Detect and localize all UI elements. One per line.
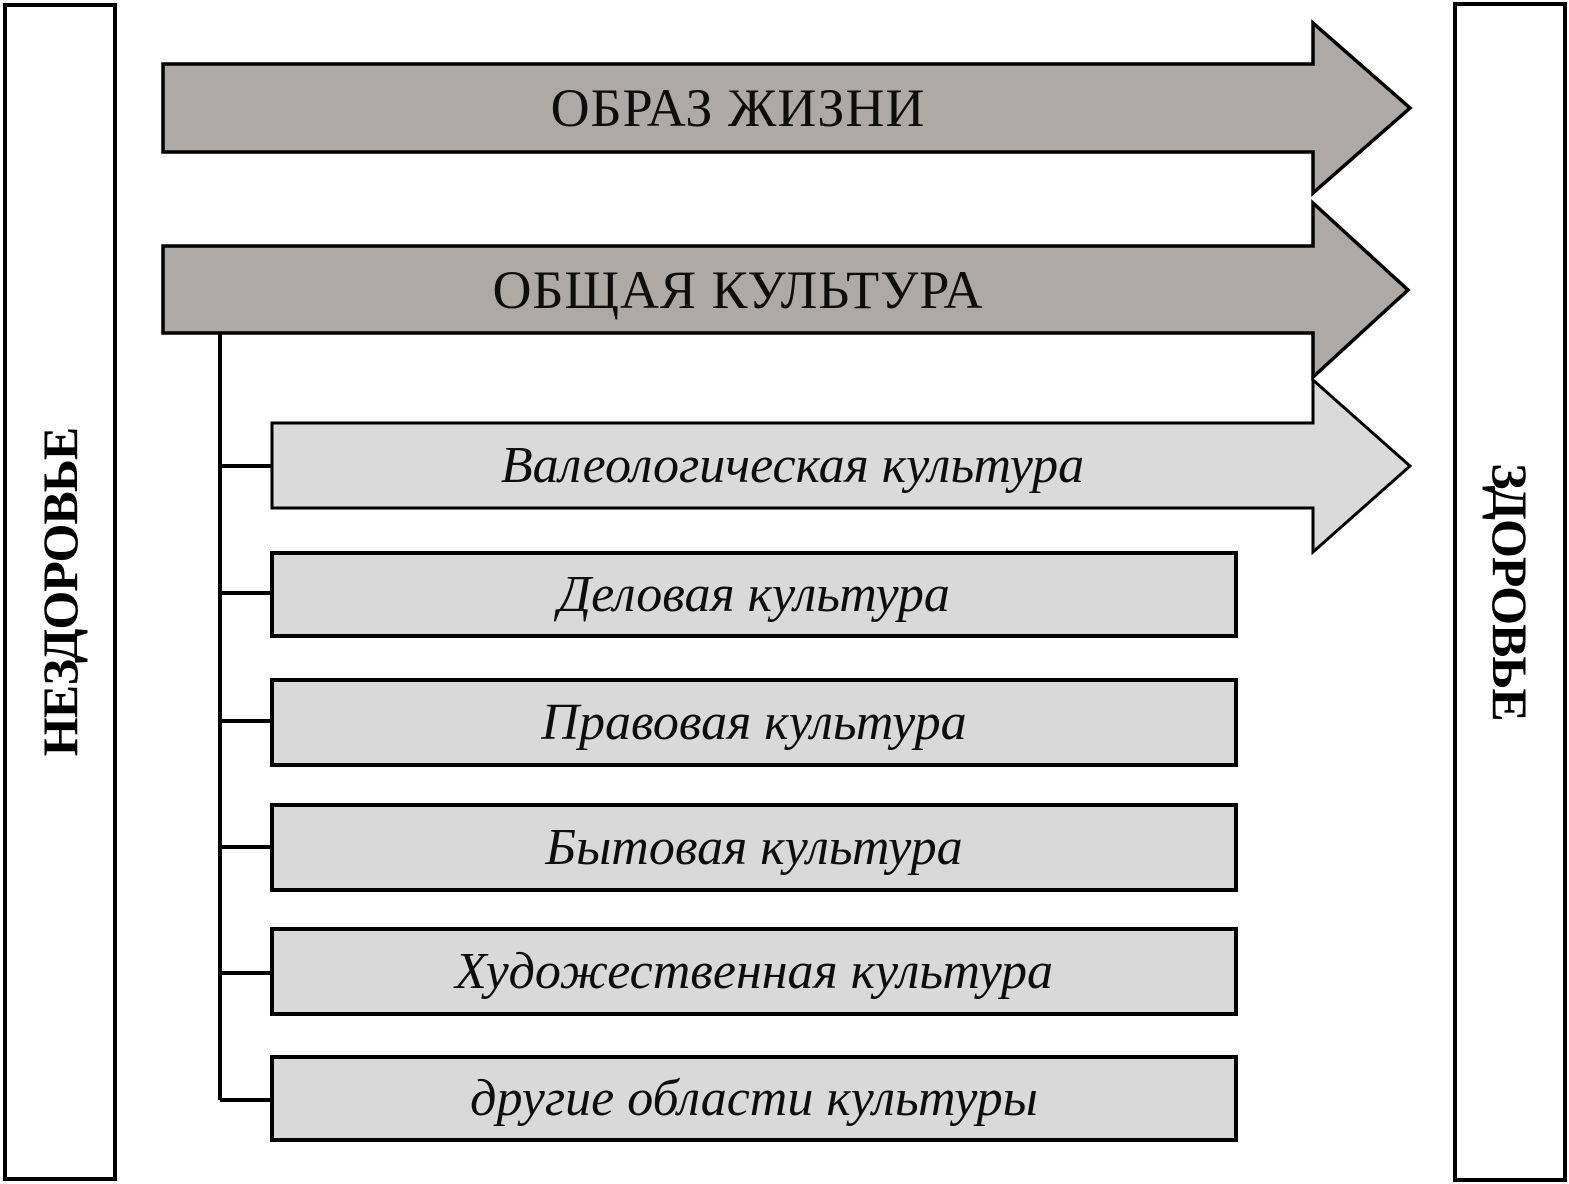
household-culture-box: Бытовая культура — [270, 803, 1238, 892]
legal-culture-box: Правовая культура — [270, 678, 1238, 767]
lifestyle-arrow-shape — [163, 23, 1410, 193]
business-culture-box: Деловая культура — [270, 551, 1238, 638]
connector-tree — [220, 333, 272, 1100]
other-culture-areas-box: другие области культуры — [270, 1055, 1238, 1142]
general-culture-arrow-shape — [163, 203, 1408, 377]
valeological-culture-arrow-shape — [272, 380, 1410, 552]
artistic-culture-box: Художественная культура — [270, 927, 1238, 1016]
